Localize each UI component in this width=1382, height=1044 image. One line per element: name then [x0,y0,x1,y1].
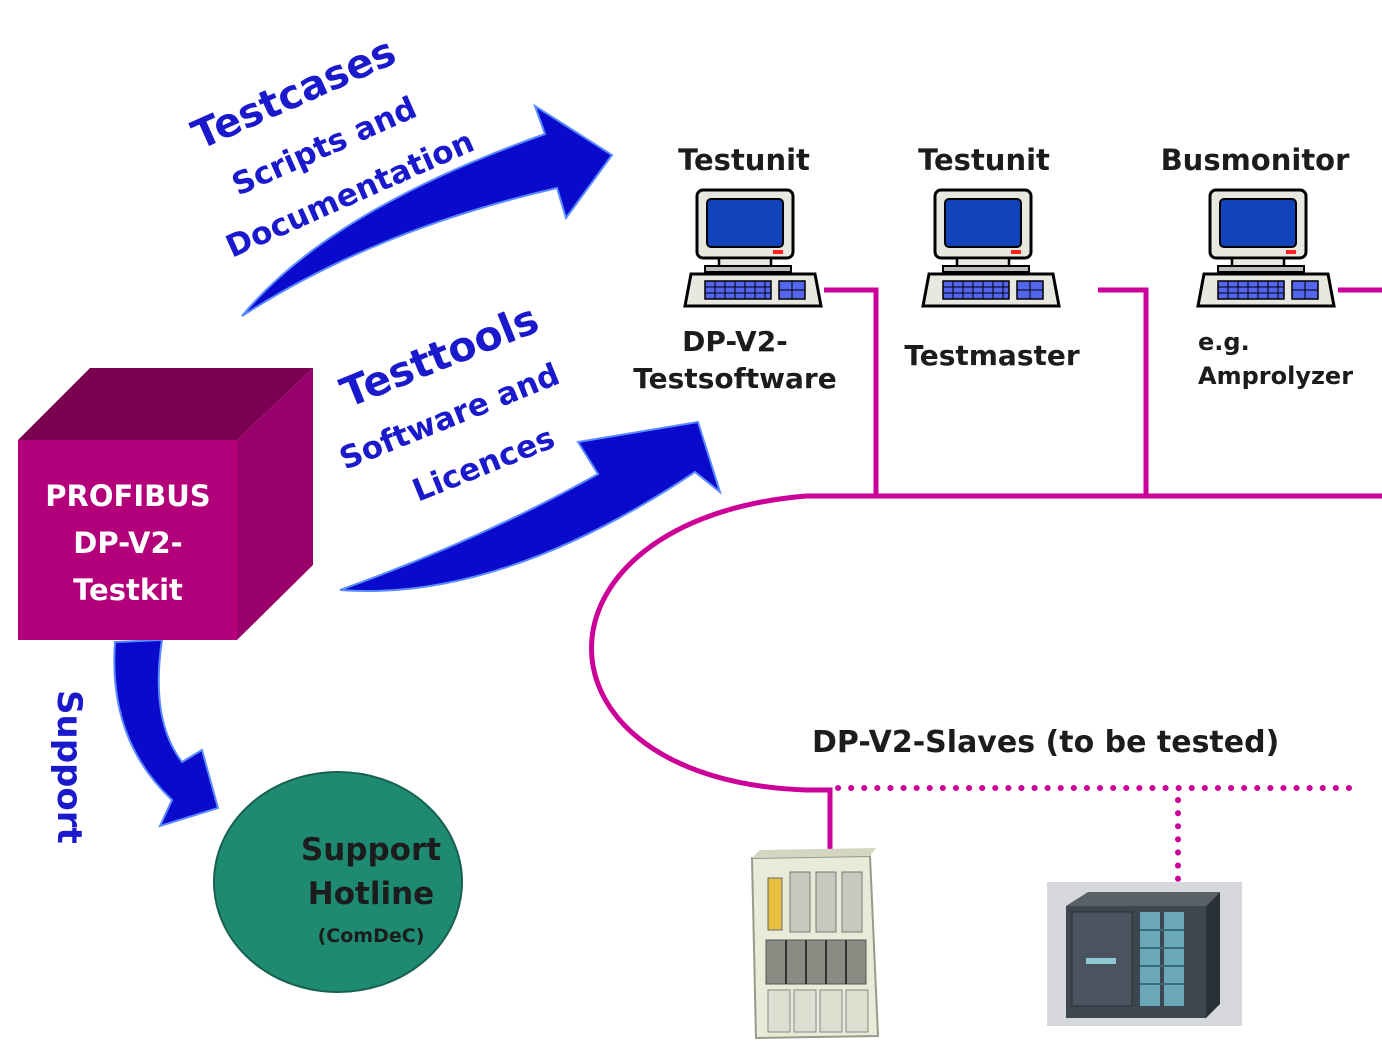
computer-2-caption1: Testmaster [904,339,1080,372]
testkit-cube [18,368,313,640]
hotline-line3: (ComDeC) [318,925,425,947]
computer-3-icon [1196,188,1336,308]
slaves-label: DP-V2-Slaves (to be tested) [812,725,1279,760]
computer-3-caption2: Amprolyzer [1198,362,1353,390]
computer-1-title: Testunit [678,143,810,177]
support-arrow [113,638,220,828]
support-hotline-ellipse [213,771,463,993]
computer-1-icon [683,188,823,308]
testkit-line2: DP-V2- [73,526,182,560]
computer-2-title: Testunit [918,143,1050,177]
testkit-line3: Testkit [73,573,183,607]
support-label: Support [49,690,89,844]
computer-1-caption1: DP-V2- [682,325,788,358]
computer-3-title: Busmonitor [1161,143,1351,177]
testtools-arrow [339,420,722,592]
plc-slave-image [1047,882,1242,1026]
hotline-line1: Support [301,832,441,868]
drive-slave-image [750,848,880,1040]
hotline-line2: Hotline [308,876,434,912]
testkit-line1: PROFIBUS [45,479,210,513]
slave-dotted-bus [835,785,1353,883]
computer-2-icon [921,188,1061,308]
testcases-arrow [241,103,614,317]
computer-1-caption2: Testsoftware [633,362,836,395]
computer-3-caption1: e.g. [1198,328,1250,356]
profibus-bus-line [589,287,1382,852]
